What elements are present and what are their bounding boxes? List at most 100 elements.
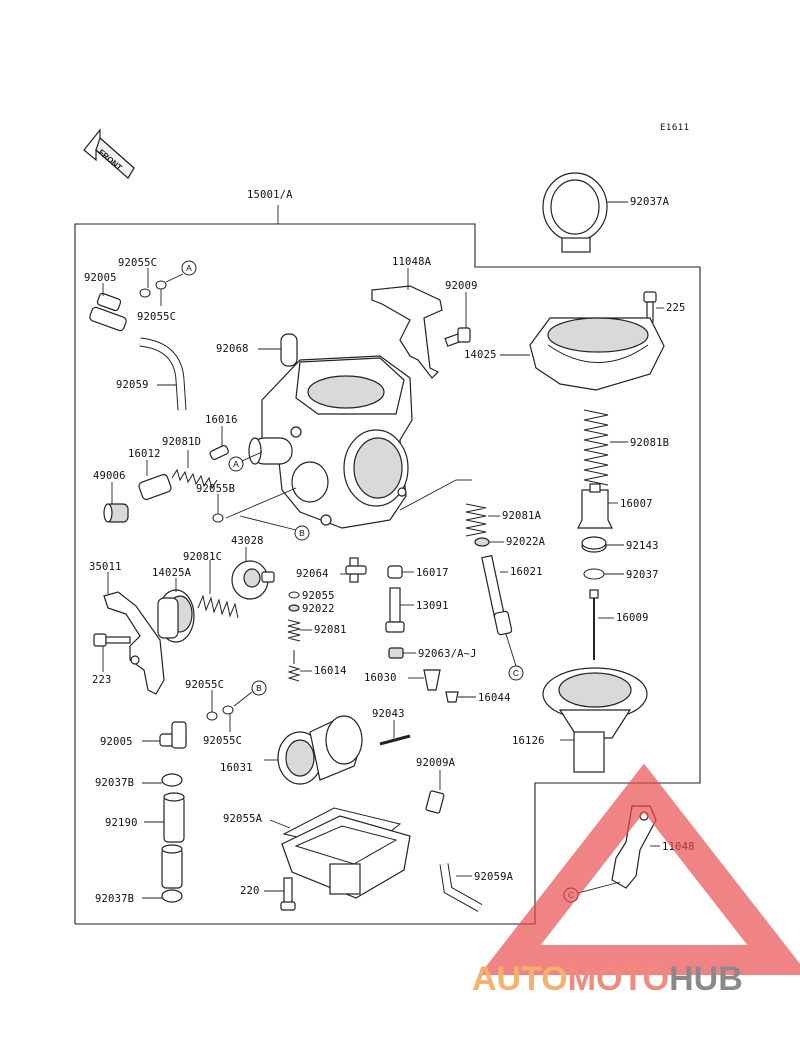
svg-text:92005: 92005	[84, 272, 117, 284]
part-92037B-clamp-bottom: 92037B	[95, 889, 183, 905]
svg-text:223: 223	[92, 674, 112, 686]
part-225-screw: 225	[643, 291, 686, 323]
svg-text:92055A: 92055A	[223, 813, 263, 825]
part-92081C-spring: 92081C	[183, 551, 239, 619]
svg-text:92037B: 92037B	[95, 893, 134, 905]
part-92037B-clamp-top: 92037B	[95, 773, 183, 789]
svg-text:92055C: 92055C	[203, 735, 242, 747]
svg-text:92037A: 92037A	[630, 196, 670, 208]
svg-text:92081D: 92081D	[162, 436, 201, 448]
part-92022A-washer: 92022A	[474, 536, 545, 548]
main-assembly-label: 15001/A	[247, 189, 293, 201]
part-92055C-orings-lower: 92055C 92055C B	[185, 679, 267, 747]
part-92063-jet: 92063/A~J	[388, 647, 477, 660]
svg-text:92064: 92064	[296, 568, 329, 580]
svg-text:92081: 92081	[314, 624, 347, 636]
svg-text:92059A: 92059A	[474, 871, 514, 883]
part-92068-plug: 92068	[216, 333, 298, 367]
svg-text:16030: 16030	[364, 672, 397, 684]
svg-text:B: B	[256, 683, 262, 693]
callout-b-body: B	[294, 525, 310, 541]
part-92037A-clamp: 92037A	[542, 172, 670, 253]
part-16014-screw: 16014	[287, 650, 347, 682]
svg-text:16017: 16017	[416, 567, 449, 579]
part-92059-hose: 92059	[116, 337, 187, 411]
callout-c-jet: C	[508, 665, 524, 681]
svg-text:16021: 16021	[510, 566, 543, 578]
svg-text:92022: 92022	[302, 603, 335, 615]
svg-text:92037: 92037	[626, 569, 659, 581]
part-92043-pin: 92043	[372, 708, 411, 746]
part-92081D-spring: 92081D	[162, 436, 218, 490]
part-92190-hose: 92190	[105, 792, 185, 889]
part-11048A-bracket: 11048A	[371, 256, 443, 379]
svg-text:92009: 92009	[445, 280, 478, 292]
svg-text:16007: 16007	[620, 498, 653, 510]
svg-text:16016: 16016	[205, 414, 238, 426]
part-16016-jet: 16016 A	[205, 414, 263, 472]
svg-text:14025A: 14025A	[152, 567, 192, 579]
part-223-screw: 223	[92, 633, 131, 686]
diagram-code: E1611	[660, 123, 690, 133]
float-bowl	[281, 815, 411, 899]
part-14025-top-cover: 14025	[464, 317, 665, 391]
svg-text:11048A: 11048A	[392, 256, 432, 268]
carburetor-body	[248, 355, 472, 529]
svg-text:92059: 92059	[116, 379, 149, 391]
part-16007-holder: 16007	[577, 483, 653, 529]
svg-text:16012: 16012	[128, 448, 161, 460]
part-92022-washer: 92022	[288, 603, 335, 615]
svg-text:B: B	[299, 528, 305, 538]
part-16044-pin: 16044	[445, 691, 511, 704]
svg-text:16044: 16044	[478, 692, 511, 704]
part-16012-plunger: 16012	[128, 448, 172, 501]
part-92009A-screw: 92009A	[416, 757, 456, 814]
svg-text:92081C: 92081C	[183, 551, 222, 563]
svg-text:92055C: 92055C	[118, 257, 157, 269]
svg-text:92068: 92068	[216, 343, 249, 355]
part-16009-needle: 16009	[589, 589, 648, 660]
part-92055B-oring: 92055B	[196, 483, 297, 523]
svg-text:92037B: 92037B	[95, 777, 134, 789]
part-16030-float-valve: 16030	[364, 669, 441, 691]
watermark-logo-icon	[479, 763, 800, 975]
svg-text:92005: 92005	[100, 736, 133, 748]
part-92081A-spring: 92081A	[465, 503, 541, 537]
part-43028-cap: 43028	[231, 535, 275, 600]
part-92055-oring: 92055	[288, 590, 335, 602]
main-assembly-frame: 15001/A	[74, 189, 701, 925]
part-14025A-cover: 14025A	[152, 567, 195, 643]
part-35011-bracket: 35011	[89, 561, 165, 695]
part-92055C-orings-top: 92055C 92055C A	[118, 257, 197, 323]
part-92081-spring: 92081	[287, 619, 347, 642]
svg-text:35011: 35011	[89, 561, 122, 573]
part-16017-jet: 16017	[387, 565, 449, 579]
svg-text:92055: 92055	[302, 590, 335, 602]
part-92059A-hose: 92059A	[439, 863, 514, 912]
part-92009-screw: 92009	[444, 280, 478, 347]
svg-text:92143: 92143	[626, 540, 659, 552]
part-92143-collar: 92143	[581, 536, 659, 553]
front-arrow-icon: FRONT	[83, 128, 135, 179]
svg-text:A: A	[186, 263, 192, 273]
svg-text:16031: 16031	[220, 762, 253, 774]
svg-text:43028: 43028	[231, 535, 264, 547]
part-13091-holder: 13091	[385, 587, 449, 633]
part-49006-cap: 49006	[93, 470, 129, 523]
svg-text:92055B: 92055B	[196, 483, 235, 495]
svg-text:92081B: 92081B	[630, 437, 669, 449]
part-92037-clip: 92037	[583, 568, 659, 581]
svg-text:92063/A~J: 92063/A~J	[418, 648, 477, 660]
svg-text:13091: 13091	[416, 600, 449, 612]
svg-text:92043: 92043	[372, 708, 405, 720]
svg-text:225: 225	[666, 302, 686, 314]
part-92064-screw: 92064	[296, 557, 367, 583]
svg-text:92055C: 92055C	[185, 679, 224, 691]
part-16126-piston: 16126	[512, 667, 648, 773]
svg-text:A: A	[233, 459, 239, 469]
callout-a-top: A	[181, 260, 197, 276]
svg-text:16014: 16014	[314, 665, 347, 677]
svg-text:92009A: 92009A	[416, 757, 456, 769]
part-92005-fitting-lower: 92005	[100, 721, 187, 749]
